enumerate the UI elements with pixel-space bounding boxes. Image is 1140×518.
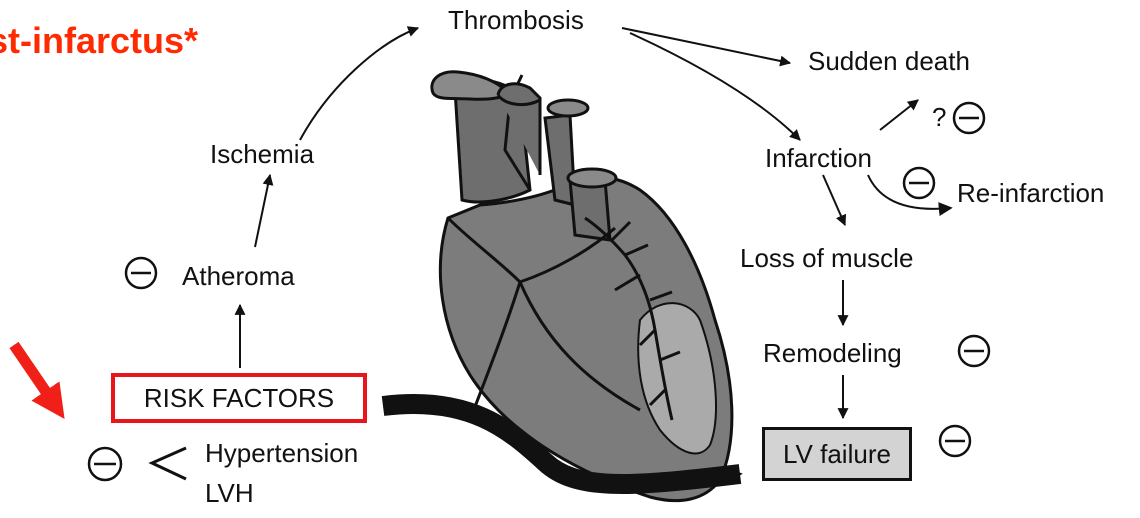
arrow-infarction-to-question bbox=[880, 100, 918, 130]
node-re-infarction: Re-infarction bbox=[957, 180, 1104, 206]
pointer-arrow bbox=[14, 345, 55, 405]
node-thrombosis: Thrombosis bbox=[448, 7, 584, 33]
arrow-ischemia-to-thrombosis bbox=[300, 28, 418, 140]
node-sudden-death: Sudden death bbox=[808, 48, 970, 74]
arrow-thrombosis-to-infarction bbox=[630, 33, 800, 140]
arrow-atheroma-to-ischemia bbox=[255, 175, 270, 247]
node-ischemia: Ischemia bbox=[210, 141, 314, 167]
arrow-thrombosis-to-sudden-death bbox=[622, 28, 790, 63]
risk-factors-box: RISK FACTORS bbox=[111, 373, 367, 423]
lv-failure-box: LV failure bbox=[762, 427, 912, 481]
node-infarction: Infarction bbox=[765, 145, 872, 171]
arrow-infarction-to-reinfarction bbox=[868, 175, 950, 209]
risk-factors-label: RISK FACTORS bbox=[144, 385, 334, 411]
inhibition-lv-failure-icon bbox=[940, 426, 970, 456]
slide-title: st-infarctus* bbox=[0, 23, 198, 59]
node-lvh: LVH bbox=[205, 480, 254, 506]
node-loss-of-muscle: Loss of muscle bbox=[740, 245, 913, 271]
lv-failure-label: LV failure bbox=[783, 441, 891, 467]
inhibition-reinfarction-icon bbox=[904, 168, 934, 198]
brace-lines bbox=[152, 448, 186, 479]
inhibition-remodeling-icon bbox=[959, 336, 989, 366]
inhibition-sudden-death-icon bbox=[954, 103, 984, 133]
heart-illustration bbox=[432, 72, 732, 501]
arrow-infarction-to-loss bbox=[823, 175, 845, 225]
node-atheroma: Atheroma bbox=[182, 263, 295, 289]
node-remodeling: Remodeling bbox=[763, 340, 902, 366]
inhibition-risk-factors-icon bbox=[89, 448, 121, 480]
inhibition-atheroma-icon bbox=[126, 258, 156, 288]
question-mark: ? bbox=[932, 104, 946, 130]
node-hypertension: Hypertension bbox=[205, 440, 358, 466]
